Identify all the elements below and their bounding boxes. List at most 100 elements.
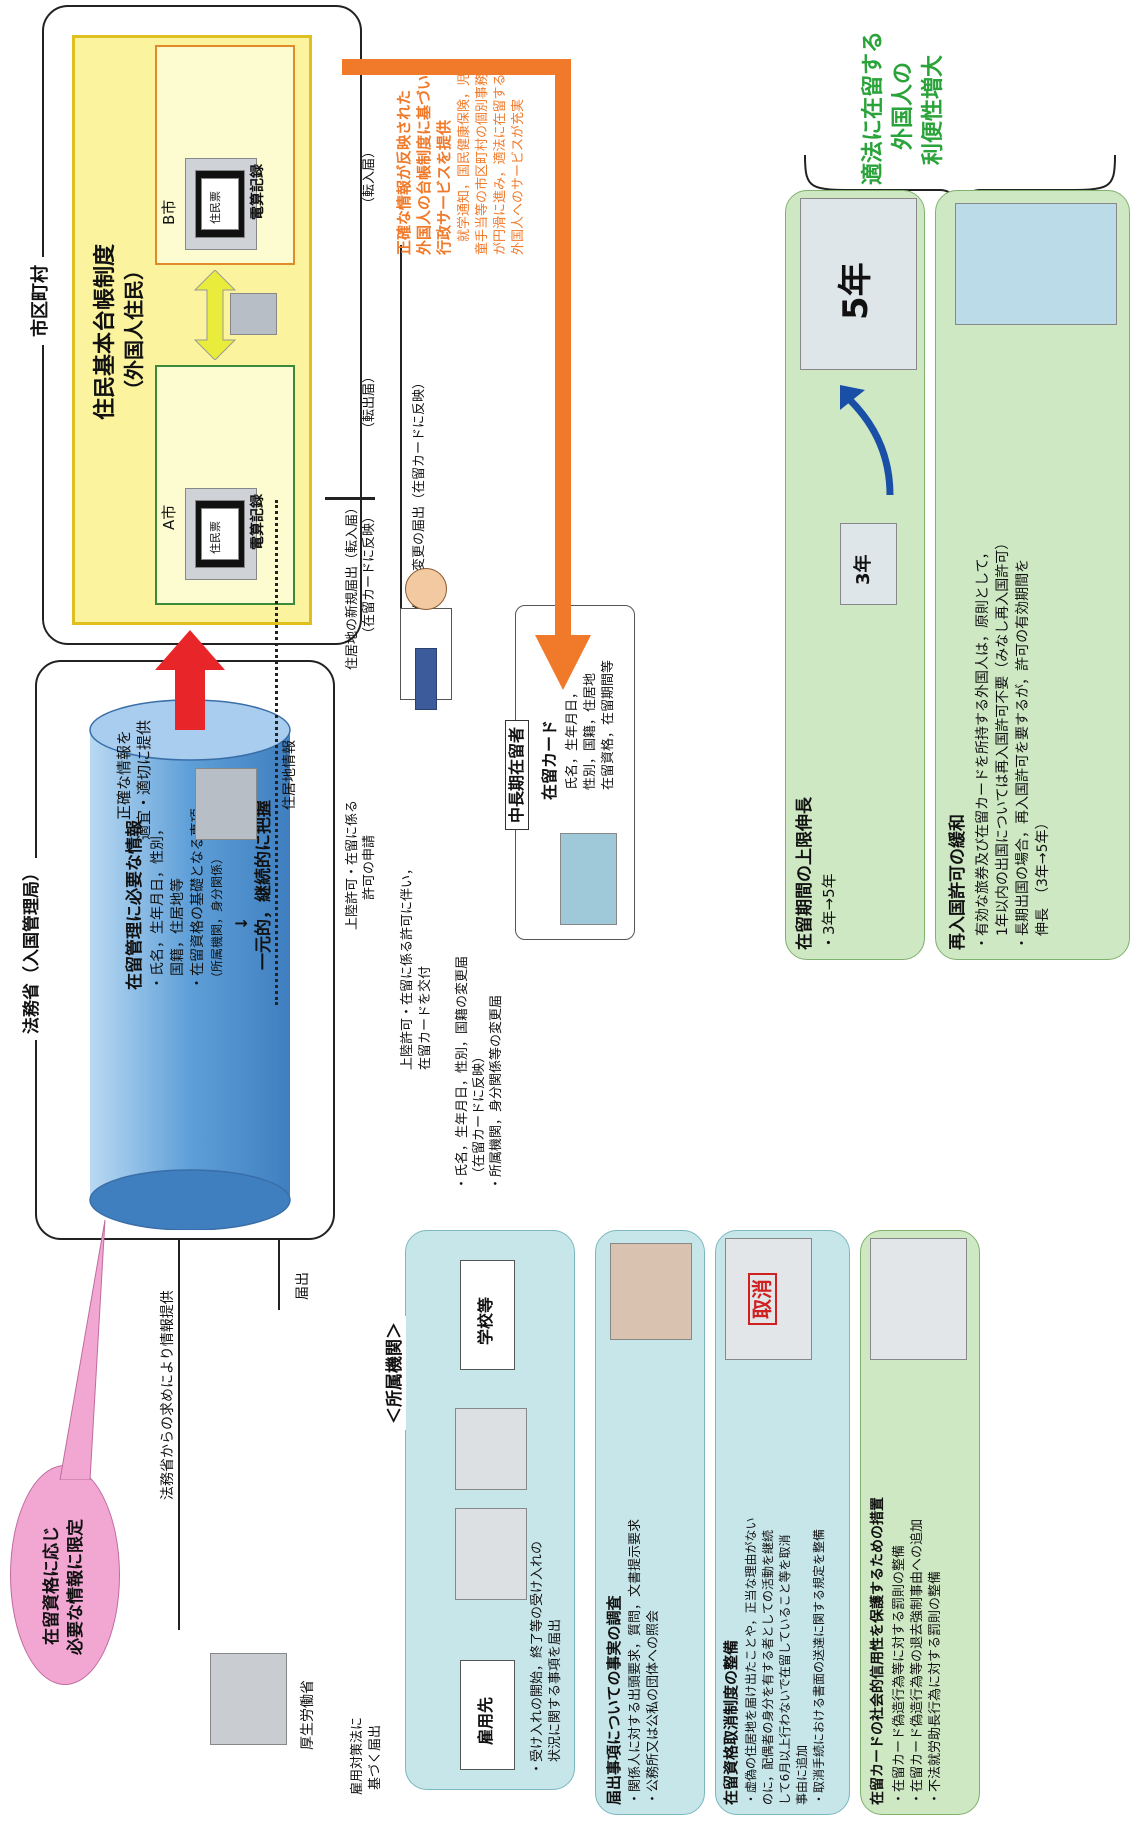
sparkle-card-image	[870, 1238, 967, 1360]
service-line-5: 童手当等の市区町村の個別事務	[475, 72, 490, 255]
computer-record-b: 電算記録	[250, 164, 266, 220]
service-line-1: 正確な情報が反映された	[395, 89, 413, 255]
service-line-7: 外国人へのサービスが充実	[511, 98, 526, 255]
service-line-2: 外国人の台帳制度に基づいて	[415, 60, 433, 255]
school-label: 学校等	[476, 1296, 495, 1345]
survey-line-2: ・公務所又は公私の団体への照会	[646, 1609, 661, 1805]
trust-title: 在留カードの社会的信用性を保護するための措置	[870, 1497, 886, 1805]
service-arrow-head	[535, 635, 591, 690]
cancel-title: 在留資格取消制度の整備	[722, 1639, 740, 1805]
database-cylinder-icon	[89, 699, 291, 1230]
city-b-label: B市	[160, 199, 178, 225]
municipal-connector	[325, 497, 375, 500]
db-arrow: ↓	[232, 916, 251, 930]
cancel-line-3: して6月以上行わないで在留していること等を取消	[778, 1534, 792, 1805]
mhlw-building-icon	[210, 1653, 287, 1745]
bubble-tail	[59, 1220, 106, 1480]
reentry-line-3: ・長期出国の場合，再入国許可を要するが，許可の有効期間を	[1015, 558, 1031, 950]
benefit-line-3: 利便性増大	[921, 54, 946, 165]
limited-info-bubble	[10, 1465, 120, 1685]
server-icon-center	[195, 768, 257, 840]
change-notice-1: ・氏名，生年月日，性別，国籍の変更届	[455, 955, 470, 1190]
transfer-double-arrow	[193, 270, 237, 360]
resident-card-icon	[560, 833, 617, 925]
employer-label: 雇用先	[476, 1696, 495, 1745]
airport-traveler-image	[955, 203, 1117, 325]
move-out-label: （転出届）	[362, 369, 377, 435]
provide-info-1: 正確な情報を	[115, 729, 133, 820]
db-item-4: （所属機関，身分関係）	[210, 851, 224, 990]
resident-card-title: 在留カード	[540, 719, 559, 800]
resident-card-line-3: 在留資格，在留期間等	[601, 659, 616, 790]
residence-info-line	[275, 500, 278, 1005]
db-item-1: ・氏名，生年月日，性別，	[150, 822, 166, 990]
limited-line-1: 在留資格に応じ	[42, 1526, 62, 1645]
resident-card-line-2: 性別，国籍，住居地	[583, 672, 598, 790]
cancel-line-2: のに，配偶者の身分を有する者としての活動を継続	[761, 1529, 775, 1805]
new-residence-1: 住居地の新規届出（転入届）	[345, 500, 360, 670]
reentry-line-1: ・有効な旅券及び在留カードを所持する外国人は，原則として，	[975, 545, 991, 950]
service-line-3: 行政サービスを提供	[435, 119, 453, 255]
trust-line-2: ・在留カード偽造行為等の退去強制事由への追加	[910, 1518, 925, 1805]
cancel-line-5: ・取消手続における書面の送達に関する規定を整備	[812, 1528, 826, 1805]
move-in-label: （転入届）	[362, 144, 377, 210]
city-a-label: A市	[160, 504, 178, 530]
change-notice-3: ・所属機関，身分関係等の変更届	[489, 994, 504, 1190]
benefit-line-2: 外国人の	[891, 61, 916, 150]
resident-tag: 中長期在留者	[505, 719, 529, 830]
reentry-title: 再入国許可の緩和	[948, 814, 968, 950]
school-building-icon	[455, 1408, 527, 1490]
residence-info-label: 住居地情報	[282, 740, 298, 810]
change-notice-2: （在留カードに反映）	[472, 1049, 487, 1180]
landing-app-2: 許可の申請	[362, 834, 377, 900]
employment-notice-2: 基づく届出	[368, 1724, 383, 1790]
service-arrow-shaft	[555, 75, 571, 640]
service-line-6: が円滑に進み，適法に在留する	[493, 73, 508, 255]
card-3year-label: 3年	[853, 554, 874, 585]
db-unified: 一元的，継続的に把握	[254, 800, 274, 970]
office-building-icon	[455, 1508, 527, 1600]
resident-person-icon	[360, 560, 480, 710]
municipality-heading: 市区町村	[30, 257, 53, 345]
screen-label-b: 住民票	[209, 191, 222, 224]
landing-issue-2: 在留カードを交付	[418, 965, 433, 1070]
system-subtitle: （外国人住民）	[122, 260, 146, 400]
affiliation-heading: ＜所属機関＞	[385, 1316, 407, 1430]
notification-line	[278, 1240, 280, 1310]
landing-app-1: 上陸許可・在留に係る	[345, 799, 360, 930]
notification-label: 届出	[295, 1272, 311, 1300]
cancel-line-1: ・虚偽の住居地を届け出たことや，正当な理由がない	[744, 1517, 758, 1805]
info-request-line	[178, 1240, 180, 1630]
affiliation-desc-1: ・受け入れの開始，終了等の受け入れの	[530, 1540, 545, 1775]
service-line-4: 就学通知，国民健康保険，児	[457, 72, 472, 255]
survey-line-1: ・関係人に対する出頭要求，質問，文書提示要求	[628, 1518, 643, 1805]
trust-line-1: ・在留カード偽造行為等に対する罰則の整備	[892, 1544, 907, 1805]
affiliation-desc-2: 状況に関する事項を届出	[548, 1618, 563, 1775]
resident-card-line-1: 氏名，生年月日，	[565, 685, 580, 790]
cancel-line-4: 事由に追加	[795, 1744, 809, 1805]
mhlw-label: 厚生労働省	[300, 1680, 316, 1750]
info-request-label: 法務省からの求めにより情報提供	[160, 1290, 176, 1500]
screen-label-a: 住民票	[209, 521, 222, 554]
limited-line-2: 必要な情報に限定	[66, 1519, 86, 1655]
reentry-line-2: 1年以内の出国については再入国許可不要（みなし再入国許可）	[995, 535, 1011, 950]
employment-notice-1: 雇用対策法に	[350, 1716, 365, 1795]
db-title: 在留管理に必要な情報	[125, 820, 145, 990]
period-item: ・3年→5年	[820, 873, 838, 950]
computer-record-a: 電算記録	[250, 494, 266, 550]
reentry-line-4: 伸長 （3年→5年）	[1035, 815, 1051, 950]
system-title: 住民基本台帳制度	[93, 243, 118, 420]
provide-info-arrow	[155, 630, 225, 730]
period-upgrade-arrow	[840, 385, 894, 496]
db-item-2: 国籍，住居地等	[170, 878, 186, 990]
survey-title: 届出事項についての事実の調査	[605, 1595, 623, 1805]
interview-image	[610, 1243, 692, 1340]
trust-line-3: ・不法就労助長行為に対する罰則の整備	[928, 1570, 943, 1805]
landing-issue-1: 上陸許可・在留に係る許可に伴い，	[400, 861, 415, 1070]
server-icon-municipal	[230, 293, 277, 335]
card-5year-label: 5年	[836, 262, 876, 320]
moj-heading: 法務省（入国管理局）	[22, 858, 44, 1040]
provide-info-2: 適宜・適切に提供	[135, 719, 153, 840]
cancel-stamp: 取消	[748, 1273, 777, 1325]
period-title: 在留期間の上限伸長	[795, 797, 815, 950]
